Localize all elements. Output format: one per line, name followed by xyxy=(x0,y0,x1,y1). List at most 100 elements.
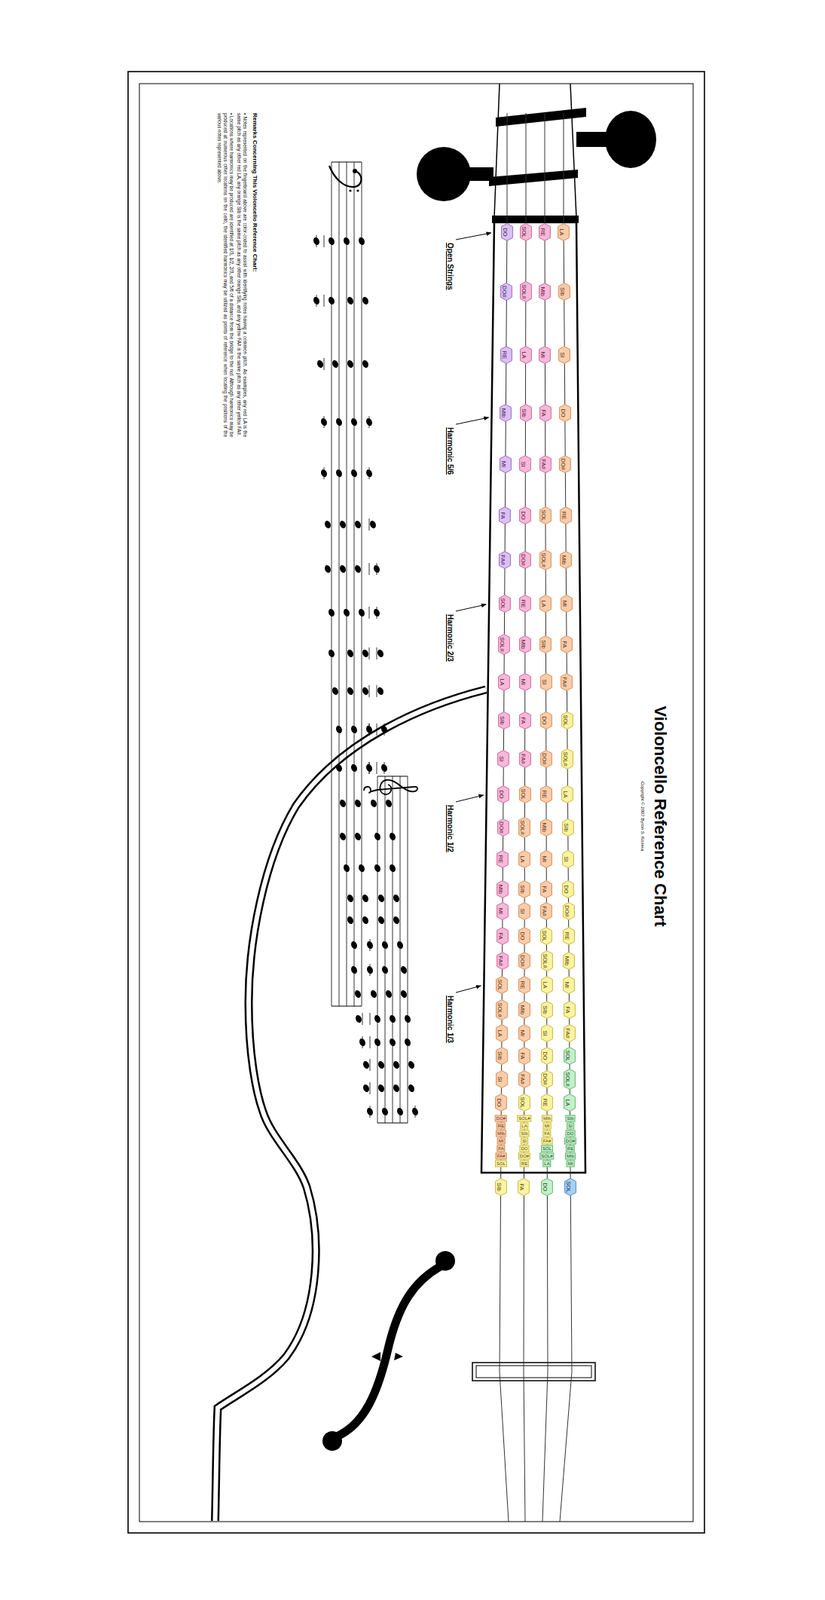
note-name: FA xyxy=(496,511,509,519)
note-name: LA xyxy=(517,351,530,358)
note-head xyxy=(372,564,382,574)
harmonic-label: Harmonic 1/2 xyxy=(445,804,455,853)
note-name: MI xyxy=(536,351,549,358)
note-name: FA xyxy=(494,931,507,939)
bridge-inner xyxy=(476,1365,592,1378)
note-head xyxy=(331,359,340,369)
f-hole xyxy=(336,1265,441,1437)
staff-line xyxy=(331,161,333,1006)
note-name: SOL xyxy=(562,1180,575,1192)
note-name: FA# xyxy=(496,554,509,565)
note-name: SIb xyxy=(493,1051,506,1060)
compressed-note: SOL xyxy=(540,1145,554,1152)
note-name: SI xyxy=(556,351,569,358)
note-name: FA xyxy=(537,409,550,416)
note-hexagon: DO xyxy=(497,785,510,804)
note-hexagon: SOL xyxy=(563,1046,576,1065)
note-head xyxy=(320,468,329,478)
note-name: MIb xyxy=(516,1005,529,1015)
compressed-note: MI xyxy=(497,1137,506,1145)
note-name: FA# xyxy=(516,1073,529,1084)
note-hexagon: SOL xyxy=(539,506,552,525)
note-hexagon: FA xyxy=(560,635,573,654)
note-head xyxy=(376,686,385,696)
harmonic-label: Harmonic 5/6 xyxy=(445,427,455,475)
note-head xyxy=(331,686,340,696)
staff-line xyxy=(407,776,409,1123)
note-name: SIb xyxy=(537,639,550,648)
note-hexagon: SOL# xyxy=(519,281,532,303)
note-name: RE xyxy=(516,980,529,989)
note-hexagon: SI xyxy=(540,672,553,691)
compressed-note: SOL xyxy=(495,1160,508,1168)
note-hexagon: MI xyxy=(518,1023,531,1042)
note-name: MI xyxy=(494,907,507,914)
note-name: SOL xyxy=(559,714,572,726)
note-name: SOL xyxy=(517,226,530,238)
note-name: DO xyxy=(516,931,529,940)
note-hexagon: DO xyxy=(519,506,532,525)
compressed-note: SOL# xyxy=(540,1152,555,1160)
ledger-line xyxy=(369,606,370,619)
note-name: SOL# xyxy=(561,1071,574,1086)
note-hexagon: MI xyxy=(499,455,512,474)
note-hexagon: DO# xyxy=(497,818,510,837)
note-name: SIb xyxy=(556,287,569,296)
ledger-line xyxy=(362,1012,364,1025)
note-name: SOL xyxy=(496,597,509,609)
note-name: FA# xyxy=(537,458,550,469)
note-hexagon: MIb xyxy=(519,635,532,654)
note-name: MI xyxy=(558,600,571,607)
note-head xyxy=(346,686,355,696)
note-hexagon: RE xyxy=(538,223,551,242)
note-hexagon: LA xyxy=(518,849,531,868)
note-hexagon: DO xyxy=(562,880,575,899)
note-name: SOL xyxy=(516,1096,529,1108)
note-hexagon: LA xyxy=(540,975,554,994)
bar-line xyxy=(377,1121,408,1123)
chart-title: Violoncello Reference Chart xyxy=(650,705,670,926)
note-head xyxy=(381,940,390,950)
note-name: SOL xyxy=(537,509,550,521)
compressed-note: DO# xyxy=(495,1115,508,1122)
note-hexagon: FA# xyxy=(498,550,511,569)
note-hexagon: MIb xyxy=(496,880,509,899)
f-hole-eye xyxy=(435,1250,456,1271)
note-hexagon: LA xyxy=(498,672,511,691)
note-head xyxy=(346,359,355,369)
ledger-line xyxy=(369,723,370,736)
compressed-note: FA# xyxy=(495,1152,508,1160)
f-hole-eye xyxy=(322,1430,343,1451)
string-line xyxy=(559,113,572,1522)
note-hexagon: MI xyxy=(562,975,575,994)
note-hexagon: FA xyxy=(563,1000,576,1019)
bridge xyxy=(472,1362,596,1381)
note-head xyxy=(350,724,359,734)
leader-arrow xyxy=(455,985,481,993)
note-hexagon: FA xyxy=(496,926,509,945)
note-name: SOL# xyxy=(516,819,529,835)
ledger-line xyxy=(376,647,378,660)
staff-line xyxy=(385,776,386,1123)
note-name: SI xyxy=(538,1029,551,1036)
ledger-line xyxy=(369,1035,371,1049)
music-staff xyxy=(312,161,420,1123)
note-head xyxy=(381,1106,390,1116)
note-name: DO xyxy=(498,227,511,236)
note-head xyxy=(350,417,359,427)
note-hexagon: RE xyxy=(562,926,575,945)
note-name: FA# xyxy=(558,676,571,687)
note-hexagon: MIb xyxy=(562,951,575,970)
note-head xyxy=(376,648,385,658)
ledger-line xyxy=(323,357,325,370)
note-hexagon: DO xyxy=(540,711,553,730)
note-head xyxy=(327,648,337,658)
note-hexagon: LA xyxy=(495,1023,508,1042)
leader-arrow xyxy=(455,232,492,240)
compressed-note: DO# xyxy=(517,1152,530,1160)
note-head xyxy=(407,1060,416,1070)
note-name: SIb xyxy=(538,1005,551,1014)
note-name: SI xyxy=(537,678,550,685)
note-name: RE xyxy=(494,855,507,863)
body-purfling xyxy=(214,689,486,1521)
